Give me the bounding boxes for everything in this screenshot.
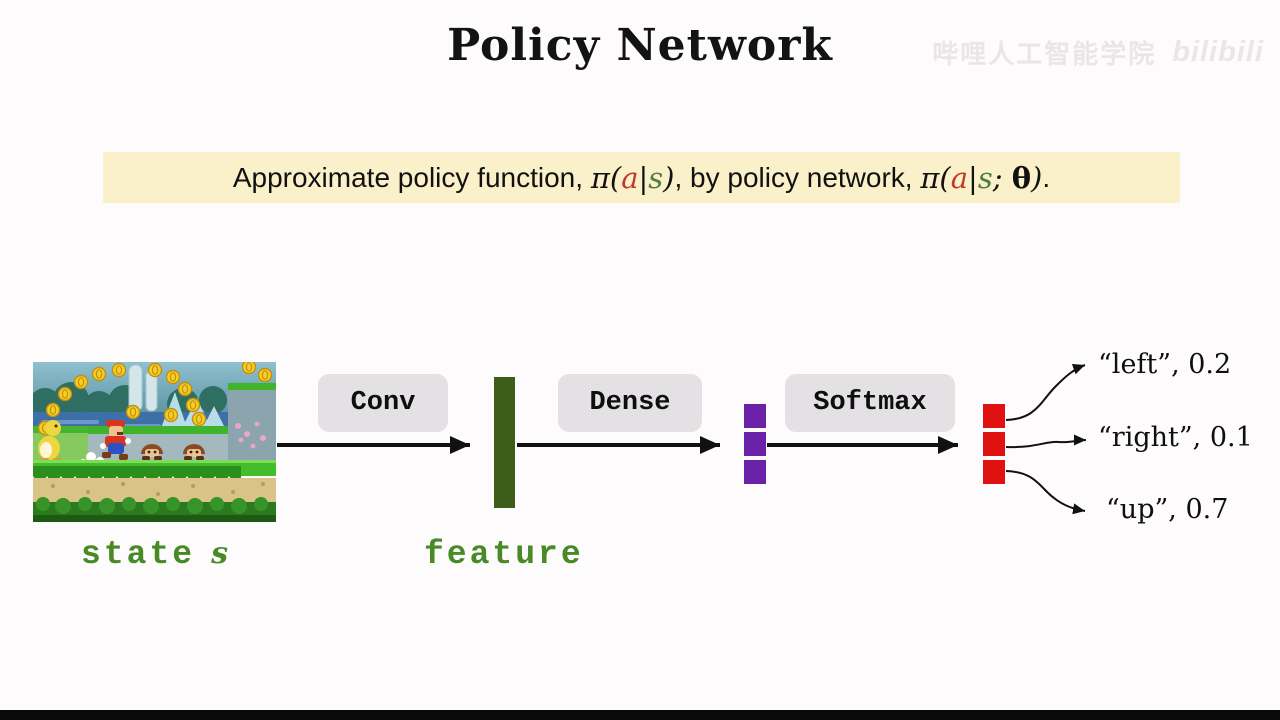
banner-text-before: Approximate policy function, — [232, 161, 591, 193]
banner-text-mid: , by policy network, — [674, 161, 921, 193]
bilibili-logo: bilibili — [1172, 36, 1264, 68]
vector-cell — [983, 432, 1005, 456]
mario-game-screenshot — [33, 362, 276, 522]
formula2-s: s — [977, 160, 993, 195]
output-label-left: “left”, 0.2 — [1098, 349, 1232, 380]
formula1-close: ) — [663, 160, 675, 195]
feature-vector-bar — [494, 377, 515, 508]
arrow-to-left-output — [1005, 363, 1086, 421]
mario-scene-svg — [33, 362, 276, 522]
arrow-to-right-output — [1005, 434, 1087, 449]
bottom-letterbox-bar — [0, 710, 1280, 720]
vector-cell — [744, 404, 766, 428]
watermark-text: 哔哩人工智能学院 — [932, 39, 1157, 69]
softmax-output-vector — [983, 404, 1005, 484]
softmax-layer-box: Softmax — [785, 374, 955, 432]
formula1-pi: π( — [590, 160, 622, 195]
vector-cell — [983, 460, 1005, 484]
vector-cell — [983, 404, 1005, 428]
key-point-banner: Approximate policy function, π( a | s ) … — [103, 152, 1180, 203]
formula2-a: a — [950, 160, 969, 195]
state-variable: s — [211, 536, 228, 571]
watermark: 哔哩人工智能学院 bilibili — [932, 34, 1264, 71]
vector-cell — [744, 432, 766, 456]
output-label-right: “right”, 0.1 — [1098, 422, 1253, 453]
formula2-semi: ; — [992, 160, 1012, 195]
dense-output-vector — [744, 404, 766, 484]
dense-layer-box: Dense — [558, 374, 702, 432]
vector-cell — [744, 460, 766, 484]
formula2-theta: θ — [1011, 160, 1032, 195]
formula1-a: a — [621, 160, 639, 195]
banner-text-after: . — [1042, 161, 1051, 193]
formula1-s: s — [648, 160, 664, 195]
conv-layer-box: Conv — [318, 374, 448, 432]
arrow-to-up-output — [1005, 470, 1086, 515]
formula2-pi: π( — [920, 160, 951, 195]
formula2-bar: | — [968, 160, 978, 195]
formula2-close: ) — [1031, 160, 1043, 195]
formula1-bar: | — [638, 160, 649, 195]
feature-caption: feature — [424, 536, 584, 573]
page-title: Policy Network — [447, 20, 833, 71]
output-label-up: “up”, 0.7 — [1106, 494, 1229, 525]
state-caption-word: state — [81, 536, 196, 573]
mario — [100, 420, 131, 460]
